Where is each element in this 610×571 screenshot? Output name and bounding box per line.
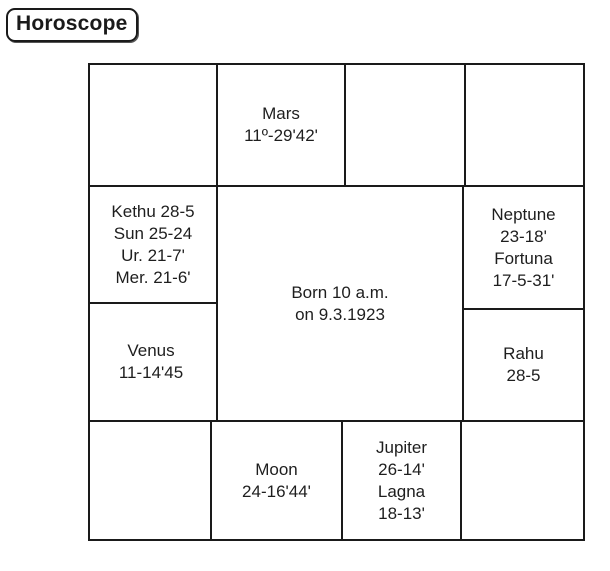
house-line: Moon (255, 459, 298, 479)
house-line: Mars (262, 104, 300, 123)
grid-line (460, 420, 462, 539)
grid-line (462, 185, 464, 422)
house-rahu: Rahu 28-5 (464, 310, 583, 420)
house-line: Rahu (503, 344, 544, 363)
grid-line (90, 302, 216, 304)
birth-line: Born 10 a.m. (291, 282, 389, 302)
grid-line (462, 308, 583, 310)
house-line: 11º-29'42' (244, 126, 318, 145)
grid-line (216, 185, 218, 422)
grid-line (464, 65, 466, 187)
house-line: Mer. 21-6' (115, 267, 191, 287)
house-line: Neptune (491, 204, 556, 224)
house-kethu-sun-ur-mer: Kethu 28-5 Sun 25-24 Ur. 21-7' Mer. 21-6… (90, 187, 216, 302)
house-line: 28-5 (506, 366, 541, 385)
house-line: 24-16'44' (242, 481, 311, 501)
grid-line (90, 420, 583, 422)
house-line: Venus (127, 341, 175, 360)
grid-line (210, 420, 212, 539)
house-line: 11-14'45 (118, 363, 184, 382)
grid-line (344, 65, 346, 187)
house-line: Sun 25-24 (113, 223, 193, 243)
horoscope-chart: Mars 11º-29'42' Kethu 28-5 Sun 25-24 Ur.… (88, 63, 585, 541)
birth-line: on 9.3.1923 (295, 304, 385, 324)
house-line: Jupiter (375, 437, 428, 457)
house-line: 18-13' (378, 503, 425, 523)
house-neptune-fortuna: Neptune 23-18' Fortuna 17-5-31' (464, 187, 583, 308)
house-venus: Venus 11-14'45 (90, 304, 212, 420)
house-jupiter-lagna: Jupiter 26-14' Lagna 18-13' (343, 422, 460, 539)
house-mars: Mars 11º-29'42' (218, 65, 344, 185)
house-line: 23-18' (500, 226, 547, 246)
house-line: Fortuna (494, 248, 553, 268)
grid-line (90, 185, 583, 187)
house-line: Ur. 21-7' (121, 245, 185, 265)
horoscope-heading: Horoscope (6, 8, 138, 42)
house-moon: Moon 24-16'44' (212, 422, 341, 539)
house-line: Kethu 28-5 (111, 201, 195, 221)
grid-line (341, 420, 343, 539)
birth-details: Born 10 a.m. on 9.3.1923 (218, 187, 462, 420)
house-line: Lagna (377, 481, 426, 501)
house-line: 17-5-31' (492, 270, 555, 290)
house-line: 26-14' (378, 459, 425, 479)
grid-line (216, 65, 218, 187)
